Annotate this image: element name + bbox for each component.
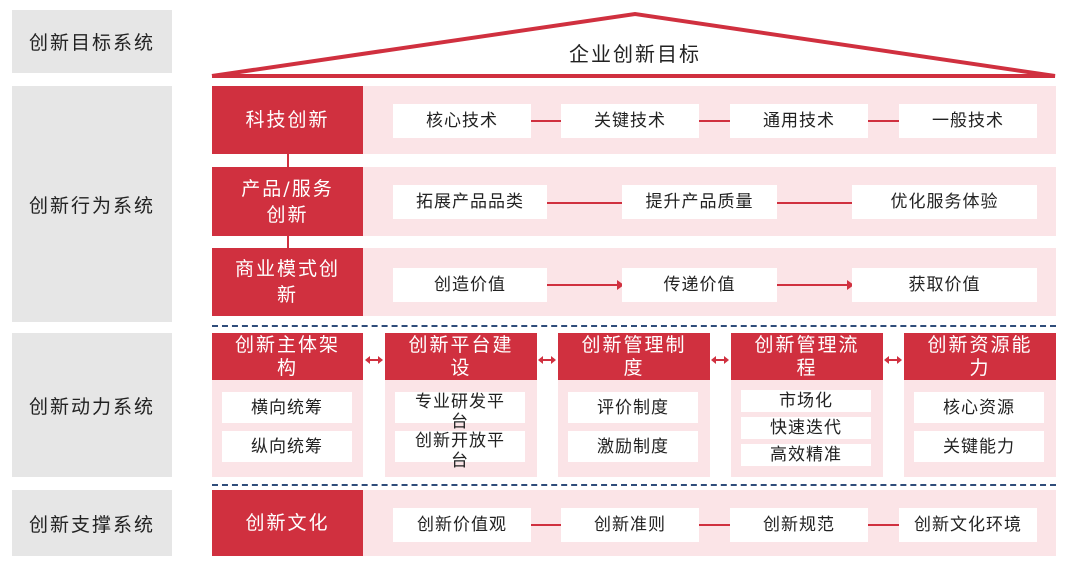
drive-item: 专业研发平台 bbox=[395, 392, 525, 432]
support-item: 创新准则 bbox=[561, 508, 699, 542]
drive-item: 高效精准 bbox=[741, 444, 871, 466]
dashed-divider bbox=[212, 325, 1056, 327]
behavior-item: 拓展产品品类 bbox=[393, 185, 547, 219]
support-item: 创新价值观 bbox=[393, 508, 531, 542]
arrow-right bbox=[777, 280, 854, 290]
drive-item: 创新开放平台 bbox=[395, 431, 525, 471]
drive-item: 核心资源 bbox=[914, 392, 1044, 423]
drive-item: 横向统筹 bbox=[222, 392, 352, 423]
connector-line bbox=[531, 120, 900, 122]
behavior-item: 优化服务体验 bbox=[852, 185, 1037, 219]
double-arrows bbox=[365, 356, 902, 364]
drive-head: 创新主体架构 bbox=[212, 333, 363, 380]
support-item: 创新规范 bbox=[730, 508, 868, 542]
behavior-item: 一般技术 bbox=[899, 104, 1037, 138]
drive-item: 评价制度 bbox=[568, 392, 698, 423]
roof-title: 企业创新目标 bbox=[569, 42, 701, 66]
support-item: 创新文化环境 bbox=[899, 508, 1037, 542]
behavior-item: 通用技术 bbox=[730, 104, 868, 138]
behavior-item: 核心技术 bbox=[393, 104, 531, 138]
behavior-head-tech: 科技创新 bbox=[212, 86, 363, 154]
dashed-divider bbox=[212, 484, 1056, 486]
drive-head: 创新资源能力 bbox=[904, 333, 1056, 380]
behavior-item: 获取价值 bbox=[852, 268, 1037, 302]
support-head: 创新文化 bbox=[212, 490, 363, 556]
label-behavior-system: 创新行为系统 bbox=[12, 86, 172, 322]
label-drive-system: 创新动力系统 bbox=[12, 333, 172, 477]
label-support-system: 创新支撑系统 bbox=[12, 490, 172, 556]
arrow-right bbox=[547, 280, 624, 290]
behavior-item: 关键技术 bbox=[561, 104, 699, 138]
behavior-head-business: 商业模式创新 bbox=[212, 248, 363, 316]
drive-item: 市场化 bbox=[741, 390, 871, 412]
behavior-item: 传递价值 bbox=[622, 268, 777, 302]
connector-line bbox=[531, 524, 900, 526]
behavior-item: 提升产品质量 bbox=[622, 185, 777, 219]
roof-triangle bbox=[211, 11, 1056, 78]
drive-item: 纵向统筹 bbox=[222, 431, 352, 462]
down-arrow bbox=[287, 154, 289, 167]
drive-head: 创新管理流程 bbox=[731, 333, 883, 380]
drive-head: 创新管理制度 bbox=[558, 333, 710, 380]
behavior-head-product: 产品/服务创新 bbox=[212, 167, 363, 236]
drive-item: 快速迭代 bbox=[741, 417, 871, 439]
drive-item: 激励制度 bbox=[568, 431, 698, 462]
down-arrow bbox=[287, 236, 289, 248]
drive-item: 关键能力 bbox=[914, 431, 1044, 462]
behavior-item: 创造价值 bbox=[393, 268, 547, 302]
label-goal-system: 创新目标系统 bbox=[12, 10, 172, 73]
drive-head: 创新平台建设 bbox=[385, 333, 537, 380]
